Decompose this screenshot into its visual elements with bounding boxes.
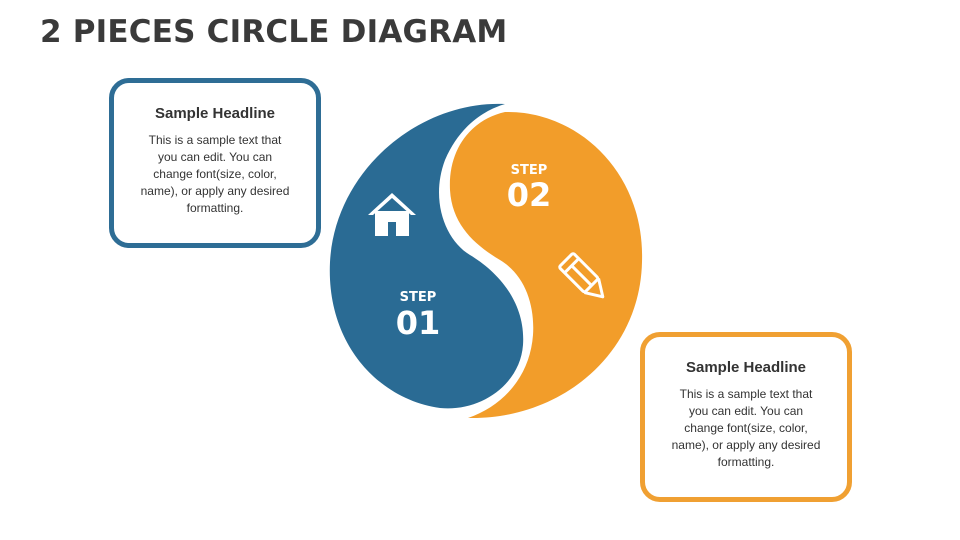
card-text: This is a sample text that you can edit.… <box>671 387 821 469</box>
card-text: This is a sample text that you can edit.… <box>140 133 290 215</box>
card-headline: Sample Headline <box>685 359 807 376</box>
step-02-segment <box>449 111 643 419</box>
step-01-label: STEP <box>400 290 437 305</box>
step-02-number: 02 <box>507 176 552 214</box>
step-01-number: 01 <box>396 304 441 342</box>
step-02-label: STEP <box>511 163 548 178</box>
step-01-segment <box>329 103 524 409</box>
home-icon <box>368 193 416 236</box>
page-title: 2 PIECES CIRCLE DIAGRAM <box>40 14 508 50</box>
text-card-step-02: Sample Headline This is a sample text th… <box>640 332 852 502</box>
text-card-step-01: Sample Headline This is a sample text th… <box>109 78 321 248</box>
card-headline: Sample Headline <box>154 105 276 122</box>
pencil-icon <box>558 252 605 299</box>
